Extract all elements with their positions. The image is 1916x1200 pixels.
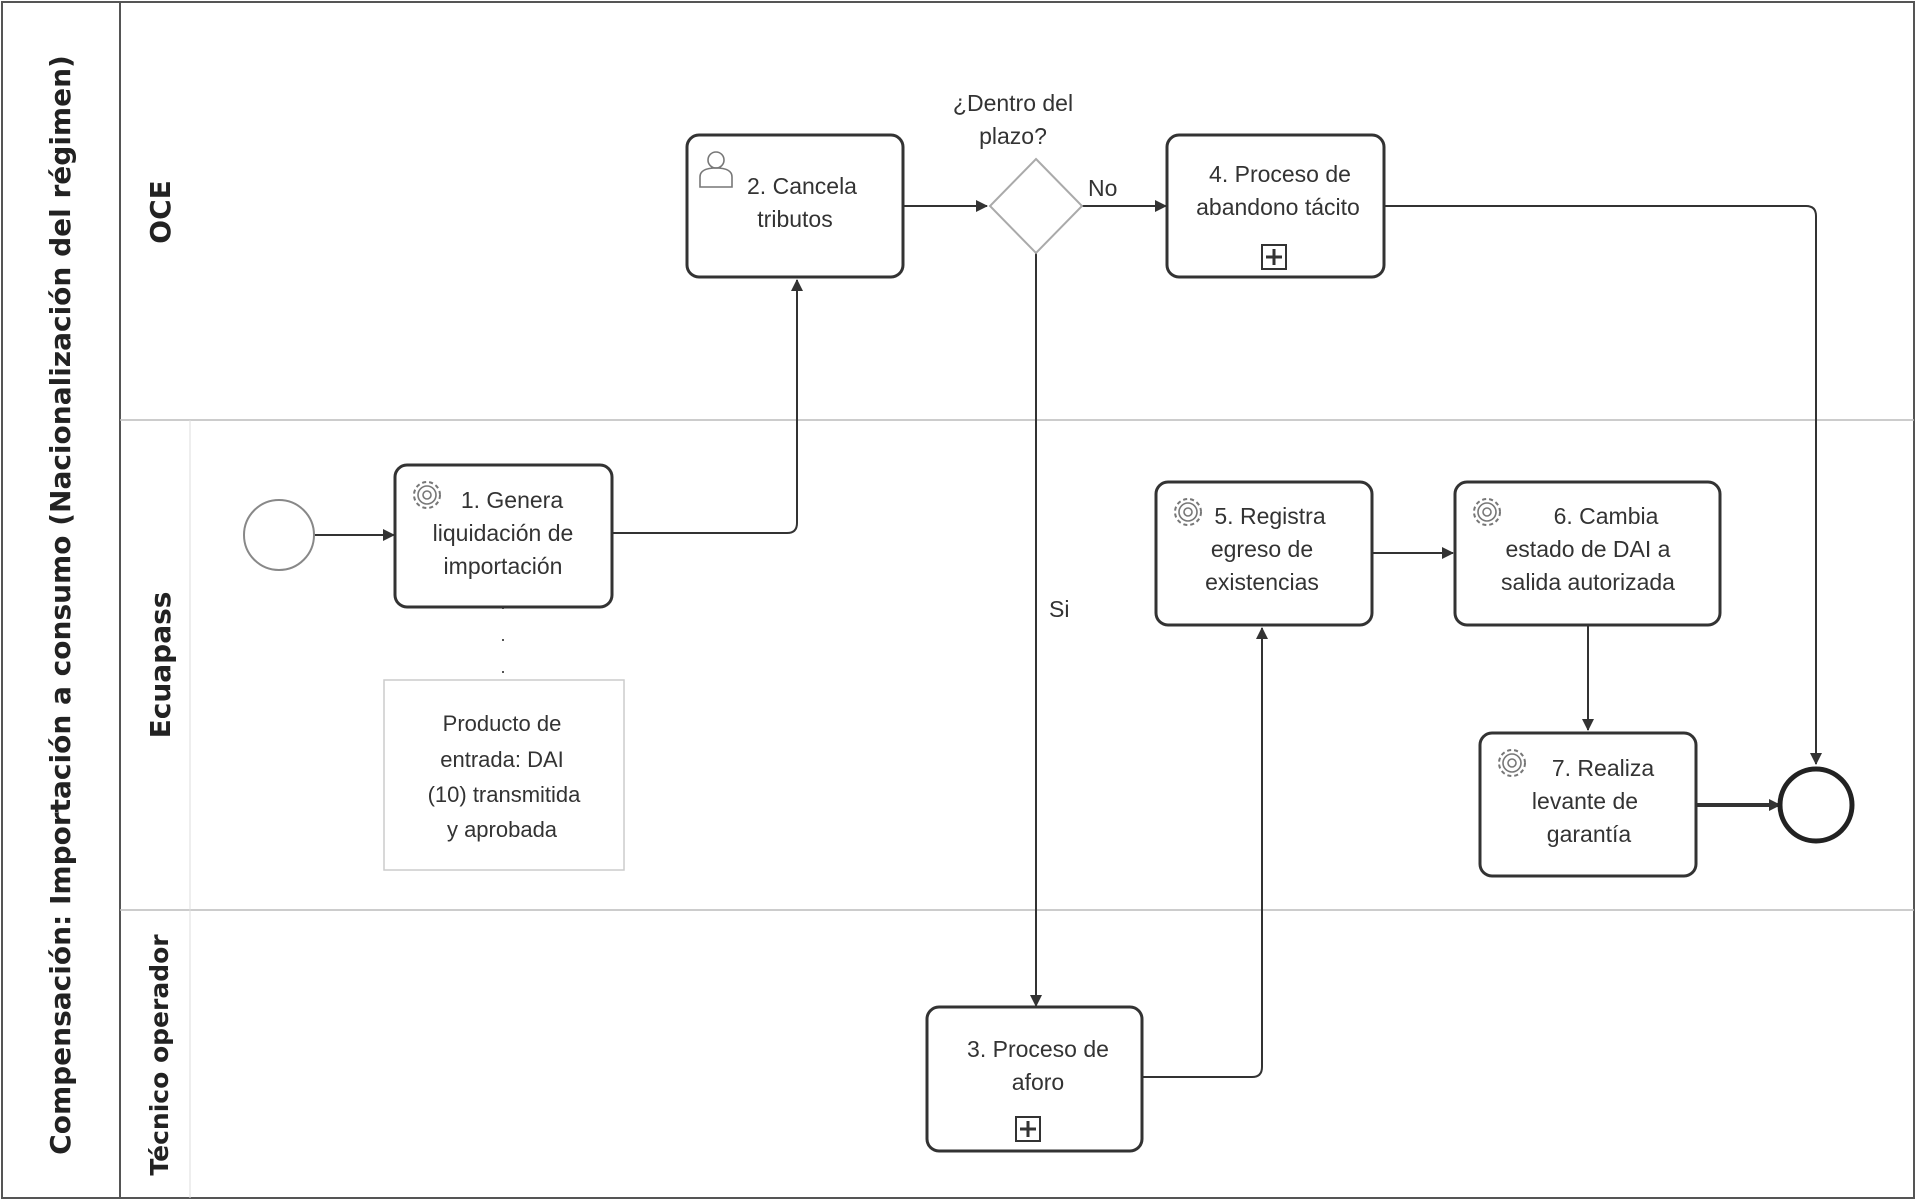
- task-4-box: [1165, 133, 1386, 279]
- task-6-line-3: salida autorizada: [1501, 569, 1675, 595]
- flow-t1-to-t2: [612, 279, 803, 534]
- subprocess-plus-icon: [1261, 244, 1287, 270]
- task-1-line-1: 1. Genera: [461, 487, 563, 513]
- task-7-box: [1478, 731, 1698, 878]
- task-3-proceso-de-aforo: 3. Proceso de aforo: [925, 1005, 1144, 1153]
- task-7-realiza-levante: 7. Realiza levante de garantía: [1478, 731, 1698, 878]
- gateway-question-line-2: plazo?: [979, 123, 1047, 149]
- task-3-box: [925, 1005, 1144, 1153]
- flow-t3-to-t5: [1142, 627, 1268, 1078]
- gateway-diamond: [988, 157, 1084, 255]
- flow-t4-to-end: [1384, 205, 1822, 765]
- lane-label-oce: OCE: [144, 180, 177, 243]
- task-6-line-2: estado de DAI a: [1506, 536, 1671, 562]
- artifact-producto-de-entrada: Producto de entrada: DAI (10) transmitid…: [383, 679, 625, 871]
- task-7-line-2: levante de: [1532, 788, 1638, 814]
- task-2-line-1: 2. Cancela: [747, 173, 857, 199]
- task-5-box: [1154, 480, 1374, 627]
- artifact-line-1: Producto de: [443, 711, 562, 736]
- task-1-line-2: liquidación de: [433, 520, 574, 546]
- task-4-line-2: abandono tácito: [1196, 194, 1360, 220]
- lane-label-ecuapass: Ecuapass: [144, 592, 177, 739]
- gateway-question-line-1: ¿Dentro del: [953, 90, 1073, 116]
- task-6-line-1: 6. Cambia: [1554, 503, 1659, 529]
- task-3-line-2: aforo: [1012, 1069, 1064, 1095]
- task-1-box: [393, 463, 614, 609]
- task-4-line-1: 4. Proceso de: [1209, 161, 1351, 187]
- task-2-cancela-tributos: 2. Cancela tributos: [685, 133, 905, 279]
- artifact-box: [383, 679, 625, 871]
- task-2-line-2: tributos: [757, 206, 832, 232]
- lane-label-tecnico-operador: Técnico operador: [145, 934, 174, 1176]
- artifact-line-2: entrada: DAI: [440, 747, 564, 772]
- task-3-line-1: 3. Proceso de: [967, 1036, 1109, 1062]
- task-1-genera-liquidacion: 1. Genera liquidación de importación: [393, 463, 614, 609]
- end-event: [1777, 766, 1855, 844]
- task-6-box: [1453, 480, 1722, 627]
- task-5-registra-egreso: 5. Registra egreso de existencias: [1154, 480, 1374, 627]
- task-6-cambia-estado: 6. Cambia estado de DAI a salida autoriz…: [1453, 480, 1722, 627]
- task-5-line-1: 5. Registra: [1214, 503, 1325, 529]
- task-4-proceso-de-abandono: 4. Proceso de abandono tácito: [1165, 133, 1386, 279]
- user-icon: [699, 151, 733, 188]
- pool-label: Compensación: Importación a consumo (Nac…: [44, 55, 77, 1155]
- task-5-line-2: egreso de: [1211, 536, 1313, 562]
- sequence-flows: [314, 200, 1822, 1078]
- subprocess-plus-icon: [1015, 1116, 1041, 1142]
- task-5-line-3: existencias: [1205, 569, 1319, 595]
- gateway-yes-label: Si: [1049, 596, 1069, 622]
- artifact-line-4: y aprobada: [447, 817, 558, 842]
- task-7-line-1: 7. Realiza: [1552, 755, 1654, 781]
- task-2-box: [685, 133, 905, 279]
- task-7-line-3: garantía: [1547, 821, 1632, 847]
- artifact-line-3: (10) transmitida: [428, 782, 582, 807]
- start-event: [243, 499, 315, 571]
- gateway-no-label: No: [1088, 175, 1117, 201]
- gateway-dentro-del-plazo: ¿Dentro del plazo? No Si: [953, 90, 1117, 622]
- task-1-line-3: importación: [444, 553, 563, 579]
